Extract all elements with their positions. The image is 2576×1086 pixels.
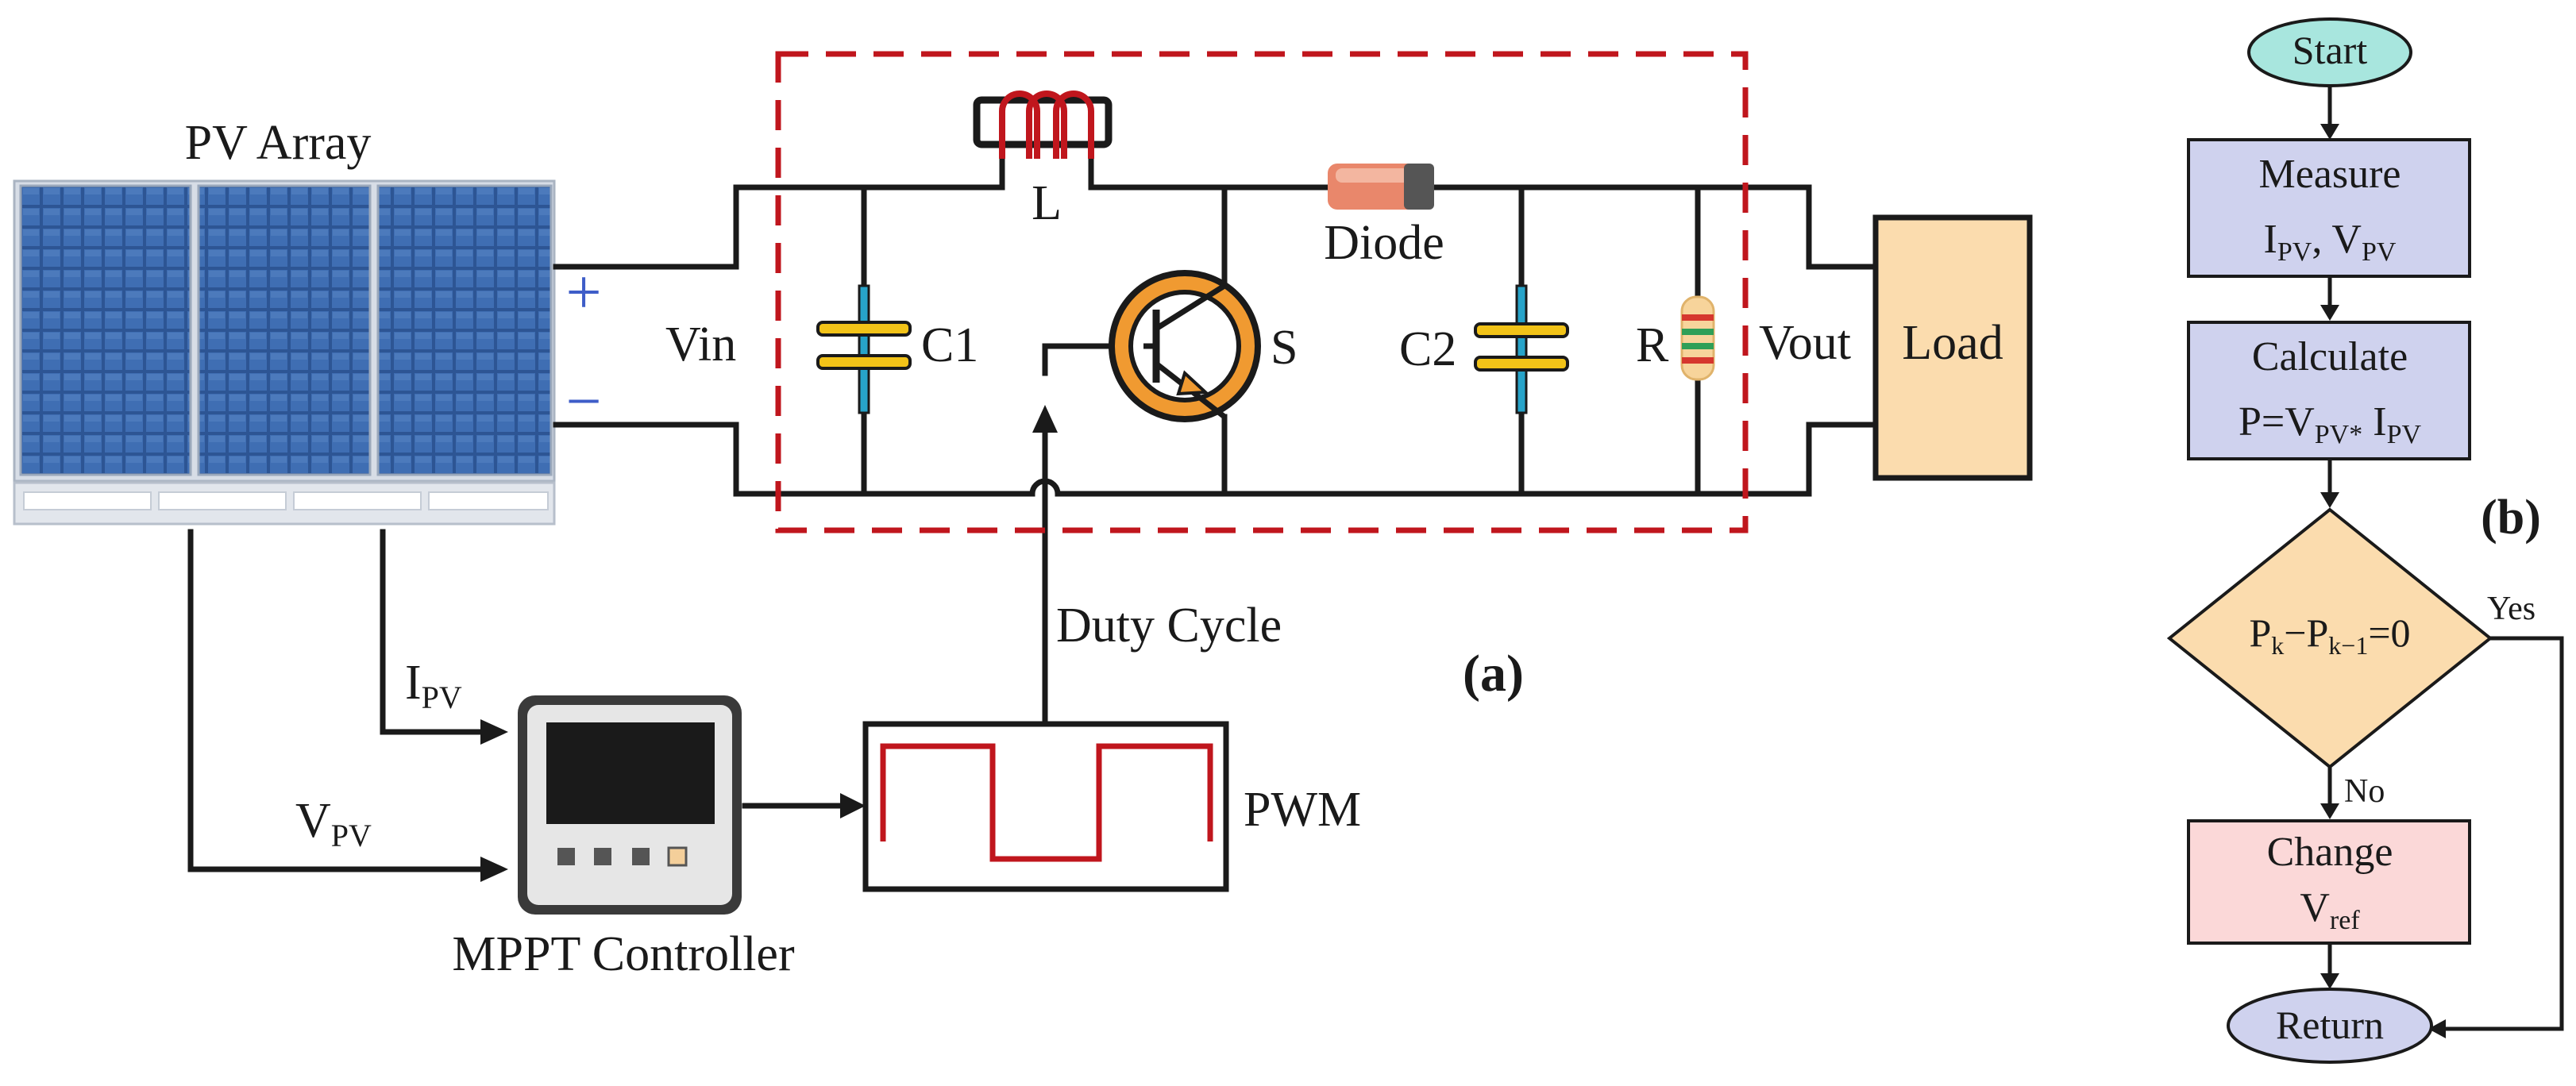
fc-yes-label: Yes <box>2487 591 2536 627</box>
diode-label: Diode <box>1324 216 1444 270</box>
fc-vref-label: Vref <box>2300 885 2360 935</box>
vout-label: Vout <box>1759 316 1851 370</box>
fc-calculate-label: Calculate <box>2252 334 2408 379</box>
fc-no-label: No <box>2344 773 2385 810</box>
switch-label: S <box>1271 321 1298 375</box>
inductor-icon <box>973 90 1113 191</box>
resistor-icon <box>1680 295 1715 381</box>
duty-cycle-label: Duty Cycle <box>1056 599 1282 653</box>
fc-start-label: Start <box>2293 28 2368 72</box>
vpv-label: VPV <box>295 794 372 853</box>
fc-measure-label: Measure <box>2258 152 2401 197</box>
fc-calculate-formula: P=VPV* IPV <box>2239 399 2422 449</box>
fc-change-box <box>2187 819 2471 945</box>
capacitor-c1-icon <box>816 284 912 414</box>
pv-panel-3 <box>376 184 553 476</box>
c1-label: C1 <box>921 318 978 372</box>
load-box <box>1872 214 2033 481</box>
inductor-label: L <box>1032 176 1062 230</box>
pwm-label: PWM <box>1244 783 1361 837</box>
fc-start <box>2247 17 2412 87</box>
pwm-waveform <box>880 743 1213 862</box>
transistor-switch-icon <box>1109 270 1261 422</box>
resistor-label: R <box>1636 318 1669 372</box>
fc-calculate-box <box>2187 321 2471 460</box>
vin-label: Vin <box>665 318 736 372</box>
pv-panel-1 <box>19 184 192 476</box>
converter-dashed-box <box>775 51 1749 533</box>
fc-measure-vars: IPV, VPV <box>2264 217 2397 267</box>
flowchart: Start Measure IPV, VPV Calculate P=VPV* … <box>2166 17 2564 1064</box>
pv-array-label: PV Array <box>185 116 372 170</box>
load-label: Load <box>1902 316 2003 370</box>
fc-return <box>2227 988 2433 1064</box>
fc-change-label: Change <box>2267 830 2393 875</box>
mppt-controller-icon <box>518 695 742 915</box>
capacitor-c2-icon <box>1474 284 1569 414</box>
circuit-wires <box>187 184 1877 882</box>
plus-sign: + <box>565 258 601 328</box>
mppt-controller-label: MPPT Controller <box>452 927 795 981</box>
fc-return-label: Return <box>2276 1003 2384 1047</box>
pv-array <box>13 179 556 526</box>
ipv-label: IPV <box>405 656 462 715</box>
fc-decision-label: Pk−Pk−1=0 <box>2249 610 2410 660</box>
fc-decision-diamond <box>2166 507 2493 769</box>
pv-panel-2 <box>197 184 372 476</box>
panel-a-label: (a) <box>1463 645 1524 703</box>
c2-label: C2 <box>1399 322 1456 376</box>
fc-measure-box <box>2187 138 2471 278</box>
panel-b-label: (b) <box>2481 491 2541 545</box>
diode-icon <box>1328 164 1434 210</box>
